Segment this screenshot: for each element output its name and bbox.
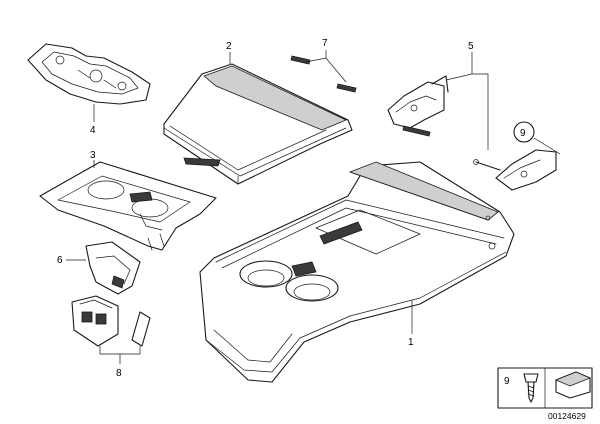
part-1-armrest-console [199, 161, 515, 383]
part-6-cup-insert [66, 241, 141, 295]
part-7-clips [290, 50, 357, 93]
callout-9: 9 [520, 128, 526, 139]
part-5-hinge-bracket-right [473, 149, 557, 191]
callout-8: 8 [116, 368, 122, 379]
part-3-cupholder-insert [39, 160, 217, 251]
part-8-switch-panel [71, 295, 151, 364]
part-2-lid-cover [163, 52, 353, 185]
callout-5-leader [445, 52, 489, 150]
inset-hardware-box [497, 367, 593, 409]
callout-1: 1 [408, 337, 414, 348]
callout-7: 7 [322, 38, 328, 49]
part-5-hinge-bracket-left [387, 75, 449, 137]
callout-4: 4 [90, 125, 96, 136]
drawing-reference-number: 00124629 [548, 411, 586, 421]
inset-number: 9 [504, 376, 510, 387]
callout-6: 6 [57, 255, 63, 266]
part-9-nut [513, 121, 561, 155]
callout-3: 3 [90, 150, 96, 161]
callout-5: 5 [468, 41, 474, 52]
callout-2: 2 [226, 41, 232, 52]
part-4-mounting-frame [27, 43, 151, 122]
